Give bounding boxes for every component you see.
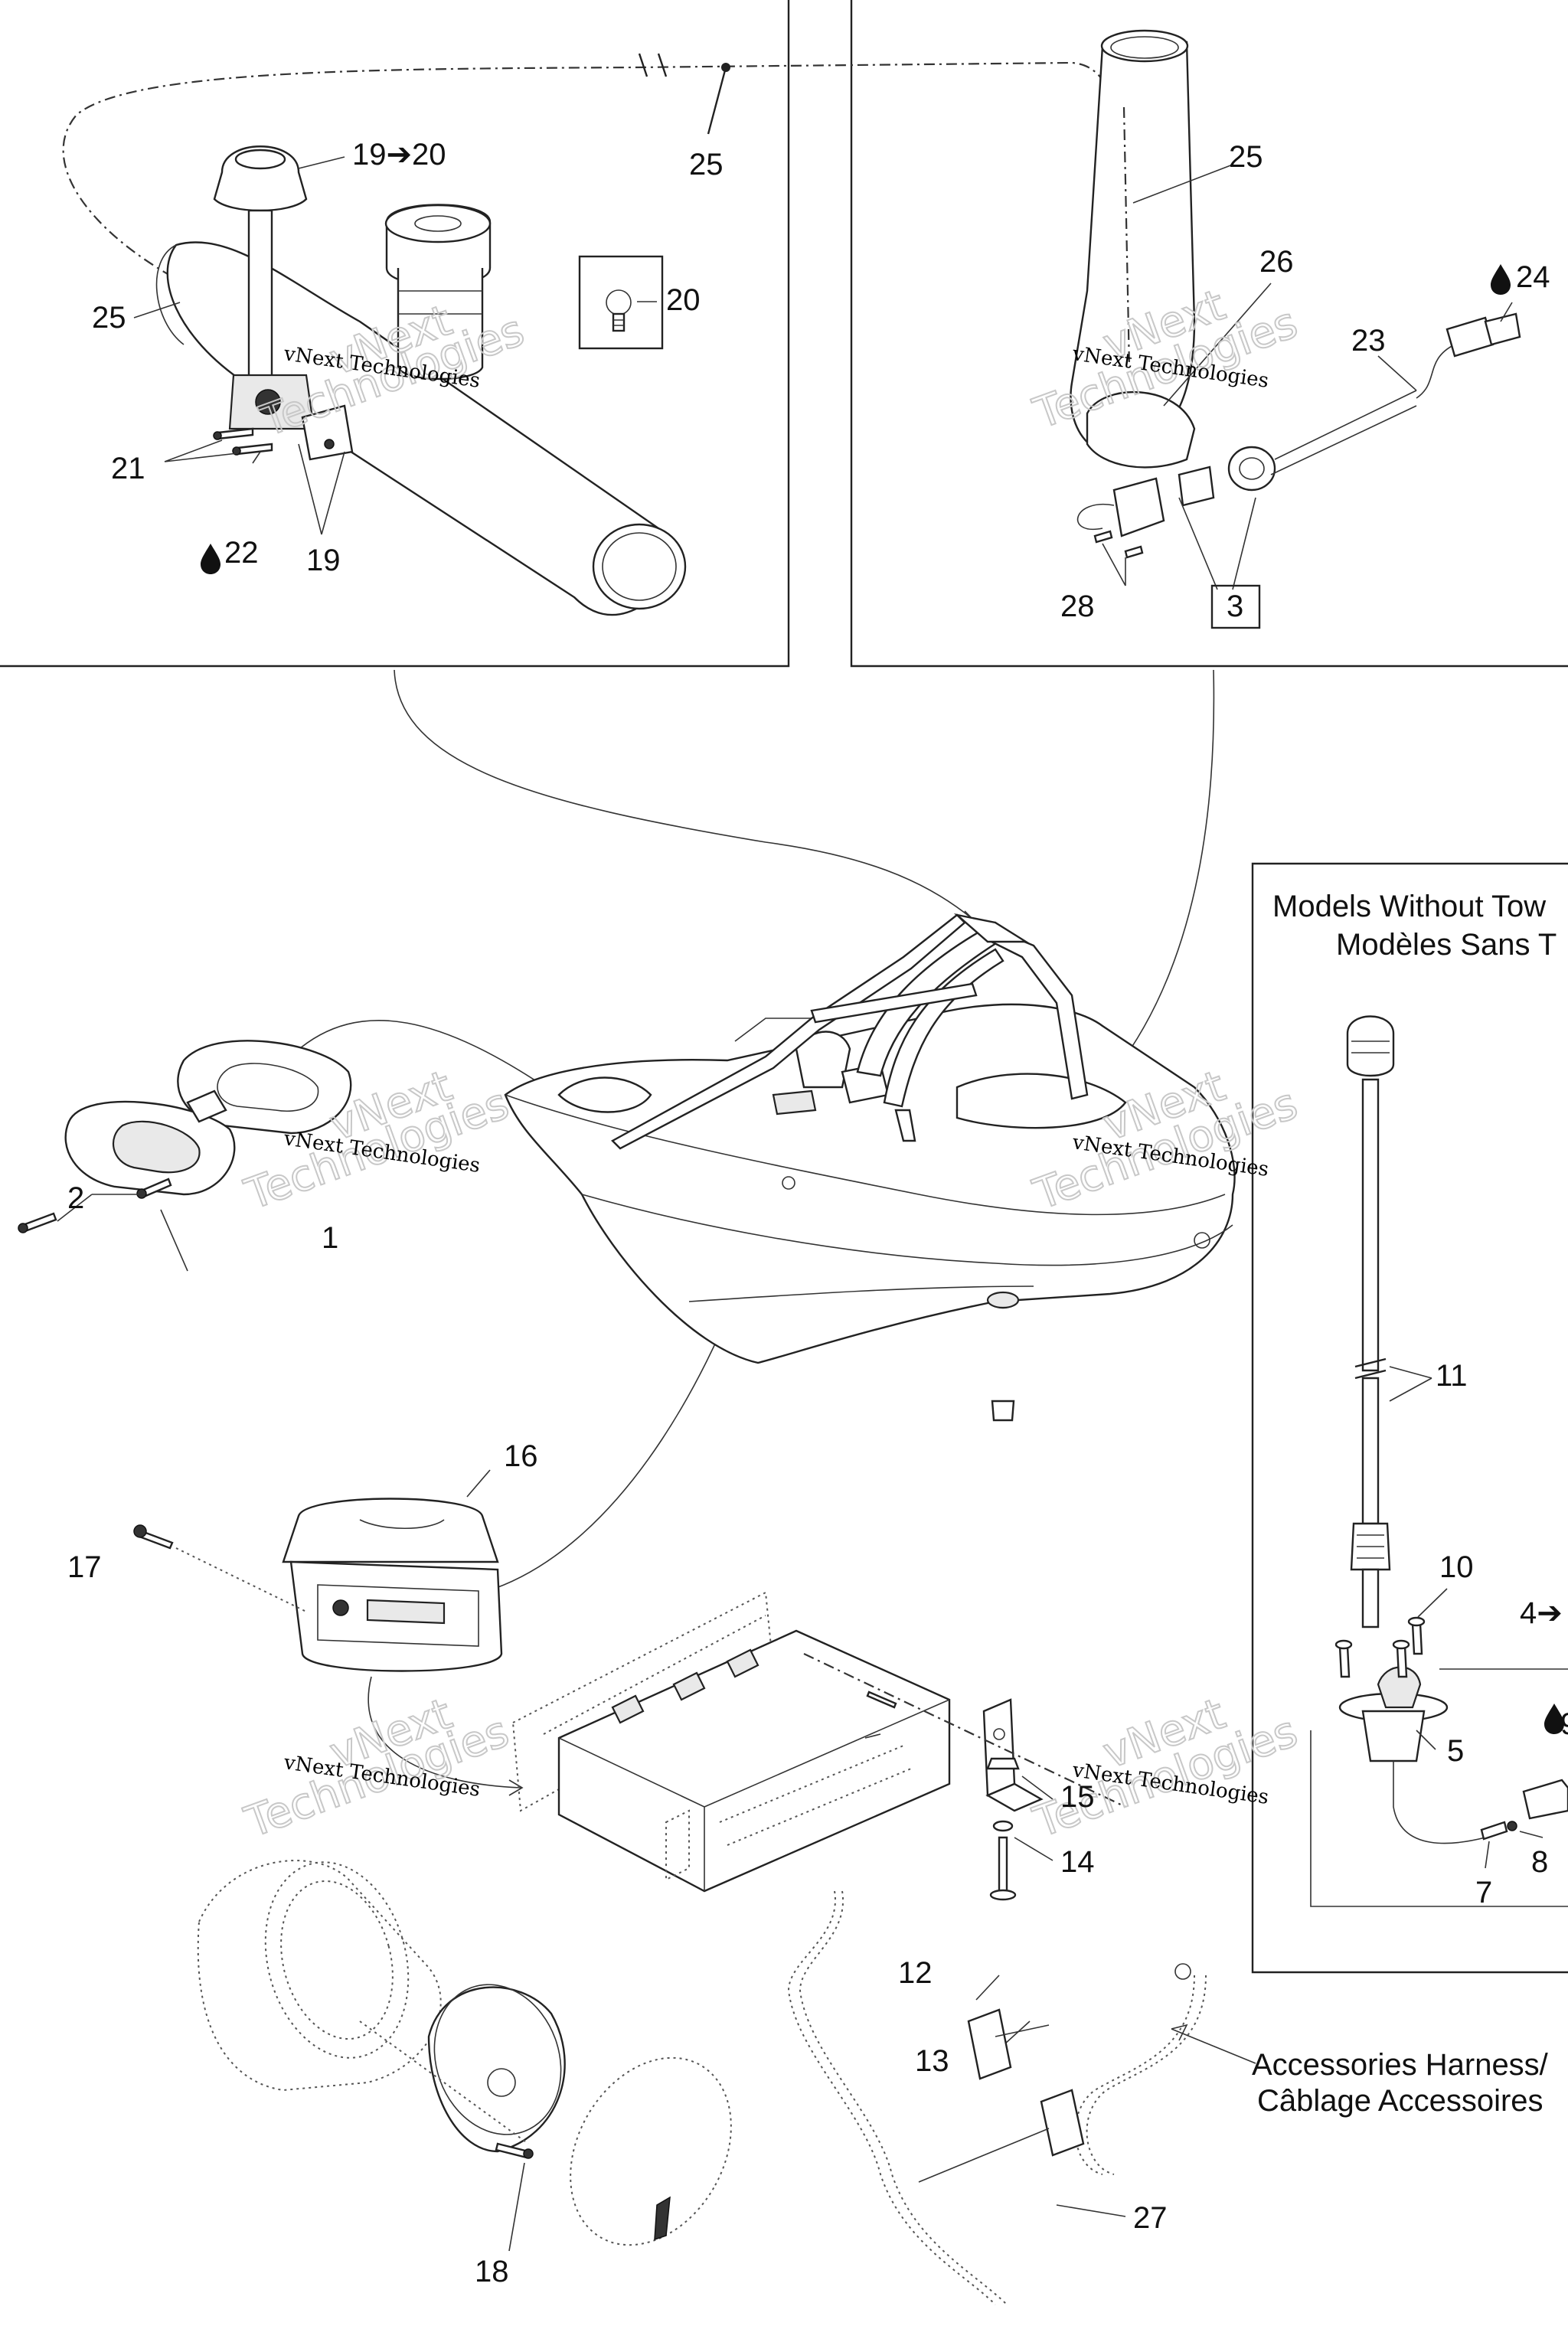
- stereo-unit: [511, 1591, 951, 1893]
- light-cap-spare: [384, 204, 492, 381]
- screws-2: [18, 1178, 172, 1233]
- callout-5: 5: [1447, 1734, 1464, 1768]
- antenna-base-5: [1338, 1666, 1486, 1844]
- callout-8: 8: [1531, 1845, 1548, 1879]
- callout-22: 22: [224, 536, 259, 570]
- callout-12: 12: [898, 1956, 933, 1990]
- drop-icon: [201, 544, 220, 574]
- callout-3: 3: [1227, 590, 1243, 623]
- receptacle-3: [1076, 390, 1417, 537]
- callout-27: 27: [1133, 2201, 1168, 2235]
- stern-light-19: [213, 145, 354, 461]
- screws-28: [1093, 530, 1144, 559]
- leader-lines-topleft: [133, 156, 345, 535]
- harness-label: Accessories Harness/ Câblage Accessoires: [1252, 2048, 1549, 2118]
- leader-lines-topright: [1102, 164, 1513, 629]
- callout-2: 2: [67, 1181, 84, 1215]
- leader-lines-stereo: [803, 1653, 1126, 2045]
- callout-25-left: 25: [92, 301, 126, 335]
- drop-icon: [1544, 1704, 1564, 1734]
- callout-26: 26: [1259, 245, 1294, 279]
- callout-19: 19: [306, 544, 341, 577]
- callout-21: 21: [111, 452, 145, 485]
- callout-25-top: 25: [689, 148, 724, 181]
- bulb-icon: [606, 289, 632, 332]
- speaker-18: [197, 1860, 732, 2252]
- boat-console: [734, 1018, 890, 1116]
- callout-24: 24: [1516, 260, 1550, 294]
- speaker-grill-1: [64, 1040, 352, 1272]
- screws-21: [213, 427, 273, 456]
- inset-title-en: Models Without Tow: [1272, 890, 1546, 923]
- tower-tube-left: [155, 241, 687, 616]
- inset-frame-top-left: [0, 0, 790, 668]
- callout-13: 13: [915, 2044, 949, 2078]
- screws-10: [1334, 1588, 1448, 1678]
- callout-25-right: 25: [1229, 140, 1263, 174]
- inset-title: Models Without Tow Modèles Sans T: [1272, 890, 1557, 962]
- harness-label-fr: Câblage Accessoires: [1257, 2084, 1544, 2118]
- callout-20: 20: [666, 283, 701, 317]
- tower-tube-right: [1070, 29, 1196, 469]
- accessories-harness: [787, 1890, 1256, 2305]
- callout-4: 4➔: [1520, 1596, 1563, 1630]
- callout-11: 11: [1436, 1359, 1468, 1393]
- callout-1: 1: [322, 1221, 338, 1255]
- screw-13: [989, 1836, 1017, 1901]
- callout-7: 7: [1475, 1876, 1492, 1909]
- harness-label-en: Accessories Harness/: [1252, 2048, 1549, 2082]
- screw-17: [133, 1524, 307, 1612]
- callout-labels: 19➔20 20 25 25 21 22 19 25 26 24 23 28 3…: [67, 138, 1568, 2288]
- connector-7-8: [1480, 1779, 1568, 1869]
- drop-icon: [1491, 264, 1511, 295]
- callout-19-20: 19➔20: [352, 138, 446, 172]
- callout-23: 23: [1351, 324, 1386, 358]
- callout-28: 28: [1060, 590, 1095, 623]
- inset-title-fr: Modèles Sans T: [1336, 928, 1557, 962]
- callout-18: 18: [475, 2255, 509, 2288]
- wire-25-route: [62, 53, 1123, 315]
- callout-16: 16: [504, 1439, 538, 1473]
- callout-15: 15: [1060, 1780, 1095, 1814]
- inset-frame-right: [1251, 862, 1568, 1974]
- callout-9: 9: [1560, 1707, 1568, 1741]
- wakeboard-tower: [611, 913, 1089, 1150]
- inset-frame-top-right: [850, 0, 1568, 668]
- callout-14: 14: [1060, 1845, 1095, 1879]
- connector-23-24: [1416, 312, 1521, 399]
- bulb-box-20: [578, 255, 664, 350]
- antenna-11: [1346, 1015, 1432, 1628]
- tie-wraps-27: [918, 2008, 1126, 2217]
- washer-14-nut-15: [986, 1291, 1020, 1832]
- stereo-cover-16: [282, 1469, 503, 1672]
- callout-10: 10: [1439, 1550, 1474, 1584]
- callout-17: 17: [67, 1550, 102, 1584]
